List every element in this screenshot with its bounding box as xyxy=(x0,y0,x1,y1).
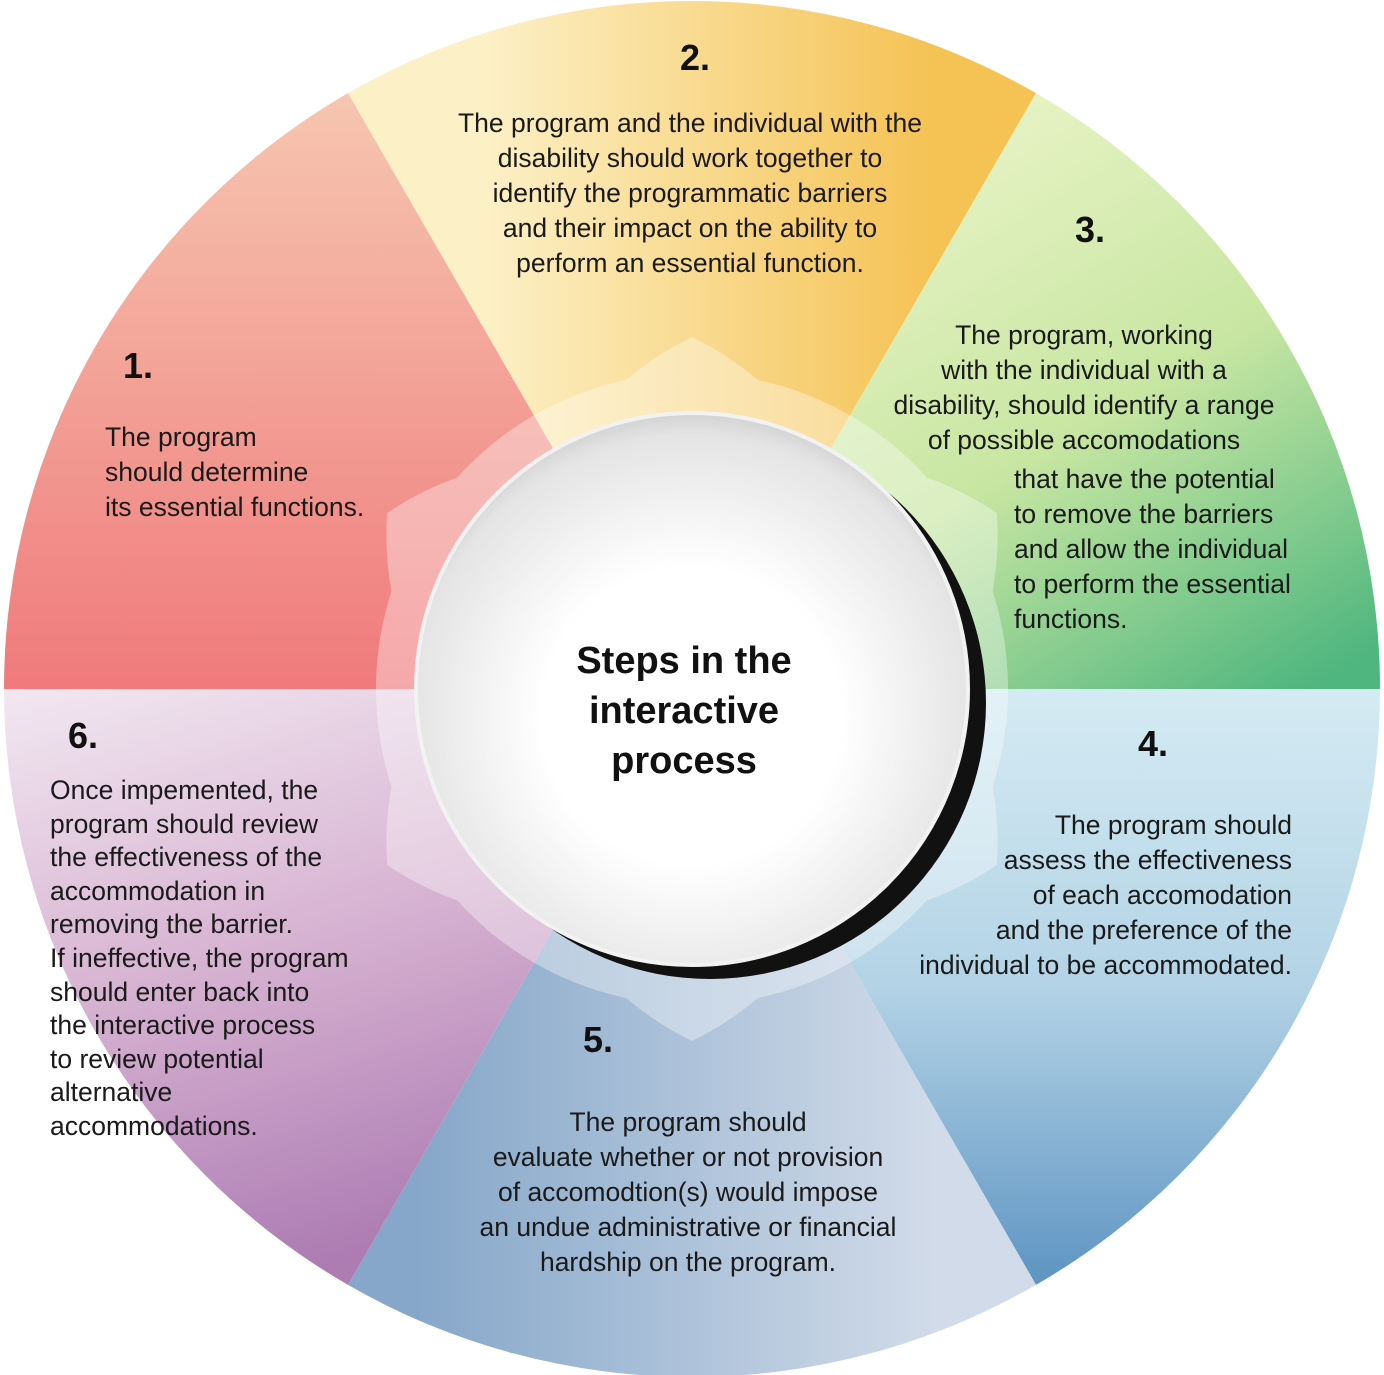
sector-5 xyxy=(348,689,1036,1375)
step-3-line: and allow the individual xyxy=(1014,534,1289,564)
step-3-line: to perform the essential xyxy=(1014,569,1291,599)
step-6-number: 6. xyxy=(68,715,99,756)
step-5-line: evaluate whether or not provision xyxy=(492,1142,884,1172)
step-4-line: assess the effectiveness xyxy=(1003,845,1292,875)
step-2-number: 2. xyxy=(680,37,711,78)
step-5-line: an undue administrative or financial xyxy=(479,1212,897,1242)
step-2-line: The program and the individual with the xyxy=(457,108,923,138)
step-6-line: the interactive process xyxy=(50,1010,316,1041)
step-5-line: of accomodtion(s) would impose xyxy=(497,1177,878,1207)
step-4-line: The program should xyxy=(1054,810,1292,840)
step-2-line: identify the programmatic barriers xyxy=(492,178,888,208)
step-4-text: The program should assess the effectiven… xyxy=(860,808,1292,983)
step-4-line: and the preference of the xyxy=(995,915,1292,945)
hub-circle xyxy=(414,411,970,967)
step-3-line: to remove the barriers xyxy=(1014,499,1274,529)
step-6-line: Once impemented, the xyxy=(50,775,319,805)
step-6-line: removing the barrier. xyxy=(50,909,294,940)
step-4-line: individual to be accommodated. xyxy=(919,950,1292,980)
step-5-text: The program should evaluate whether or n… xyxy=(438,1105,938,1280)
step-4-number: 4. xyxy=(1138,723,1169,764)
step-6-line: accommodation in xyxy=(50,875,266,906)
step-1-text: The program should determine its essenti… xyxy=(105,420,364,525)
step-5-line: The program should xyxy=(569,1107,807,1137)
center-title-line: Steps in the xyxy=(576,640,792,682)
step-3-text-top: The program, working with the individual… xyxy=(874,318,1294,458)
step-6-text: Once impemented, the program should revi… xyxy=(50,774,349,1144)
step-3-text-bottom: that have the potential to remove the ba… xyxy=(1014,462,1291,637)
step-6-line: should enter back into xyxy=(50,976,310,1007)
step-1-line: The program xyxy=(105,422,257,452)
step-6-line: alternative xyxy=(50,1077,173,1108)
step-2-line: perform an essential function. xyxy=(516,248,864,278)
step-6-line: program should review xyxy=(50,808,319,839)
step-3-number: 3. xyxy=(1075,209,1106,250)
step-2-text: The program and the individual with the … xyxy=(390,106,990,281)
step-3-line: The program, working xyxy=(955,320,1213,350)
step-3-line: with the individual with a xyxy=(941,355,1227,385)
step-3-line: of possible accomodations xyxy=(927,425,1241,455)
step-6-line: the effectiveness of the xyxy=(50,842,323,873)
step-6-line: accommodations. xyxy=(50,1110,258,1141)
step-6-line: to review potential xyxy=(50,1043,264,1074)
step-1-number: 1. xyxy=(123,345,154,386)
step-2-line: and their impact on the ability to xyxy=(502,213,878,243)
step-5-number: 5. xyxy=(583,1019,614,1060)
step-1-line: its essential functions. xyxy=(105,492,365,522)
sector-2 xyxy=(348,0,1036,689)
step-4-line: of each accomodation xyxy=(1032,880,1292,910)
center-title-line: process xyxy=(611,740,757,782)
step-5-line: hardship on the program. xyxy=(539,1247,837,1277)
step-3-line: that have the potential xyxy=(1014,464,1275,494)
step-3-line: disability, should identify a range xyxy=(893,390,1275,420)
center-title: Steps in the interactive process xyxy=(524,636,844,786)
step-6-line: If ineffective, the program xyxy=(50,942,349,973)
step-3-line: functions. xyxy=(1014,604,1128,634)
step-2-line: disability should work together to xyxy=(497,143,883,173)
center-title-line: interactive xyxy=(588,690,780,732)
step-1-line: should determine xyxy=(105,457,309,487)
